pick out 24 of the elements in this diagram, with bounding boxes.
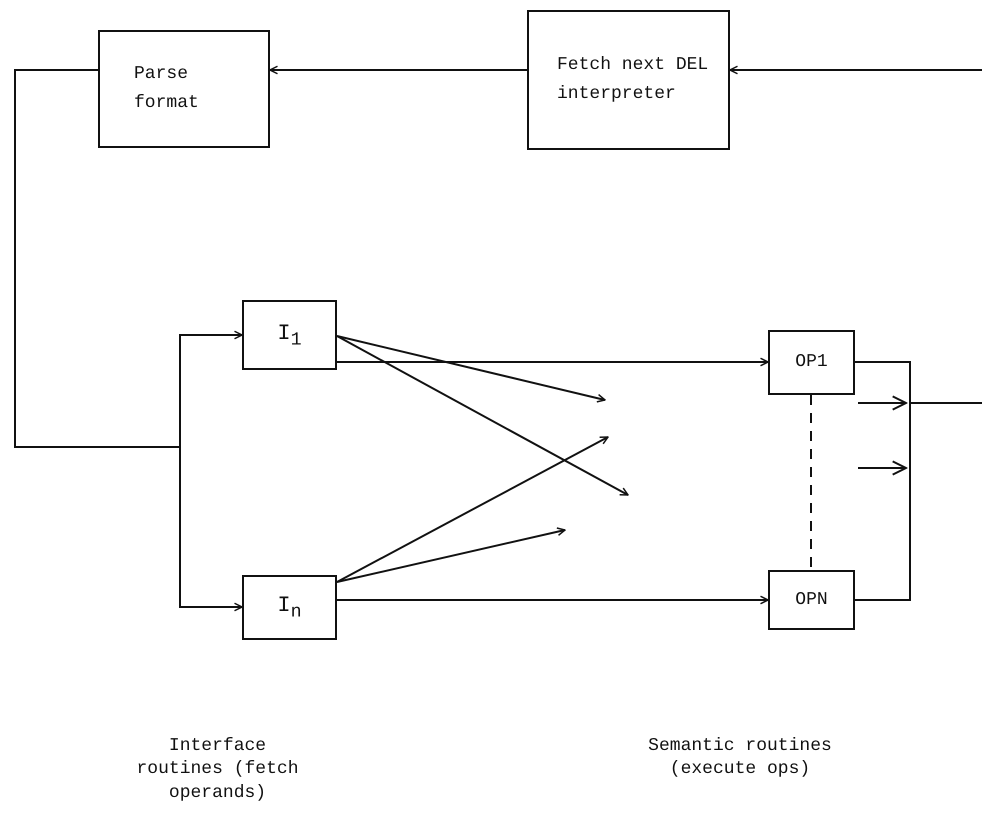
arrow xyxy=(729,66,982,74)
box-text: OPN xyxy=(795,588,828,612)
arrow xyxy=(337,596,769,604)
process-box xyxy=(98,30,270,148)
arrow xyxy=(336,436,609,583)
box-text: I$_{n}$ xyxy=(277,592,302,625)
arrow xyxy=(269,66,527,74)
process-box xyxy=(768,570,855,630)
arrow xyxy=(14,69,243,612)
process-box xyxy=(242,300,337,370)
caption-text: Semantic routines (execute ops) xyxy=(647,735,833,782)
arrow xyxy=(337,358,769,366)
box-text: Fetch next DEL interpreter xyxy=(557,54,710,106)
dashed-line xyxy=(810,395,812,570)
process-box xyxy=(768,330,855,395)
caption-text: Interface routines (fetch operands) xyxy=(135,735,300,805)
box-text: OP1 xyxy=(795,351,828,374)
process-box xyxy=(527,10,730,150)
arrow xyxy=(336,527,566,583)
arrow xyxy=(336,335,629,496)
arrow xyxy=(336,335,606,403)
box-text: Parse format xyxy=(134,63,200,115)
process-box xyxy=(242,575,337,640)
box-text: I$_{1}$ xyxy=(277,320,302,352)
